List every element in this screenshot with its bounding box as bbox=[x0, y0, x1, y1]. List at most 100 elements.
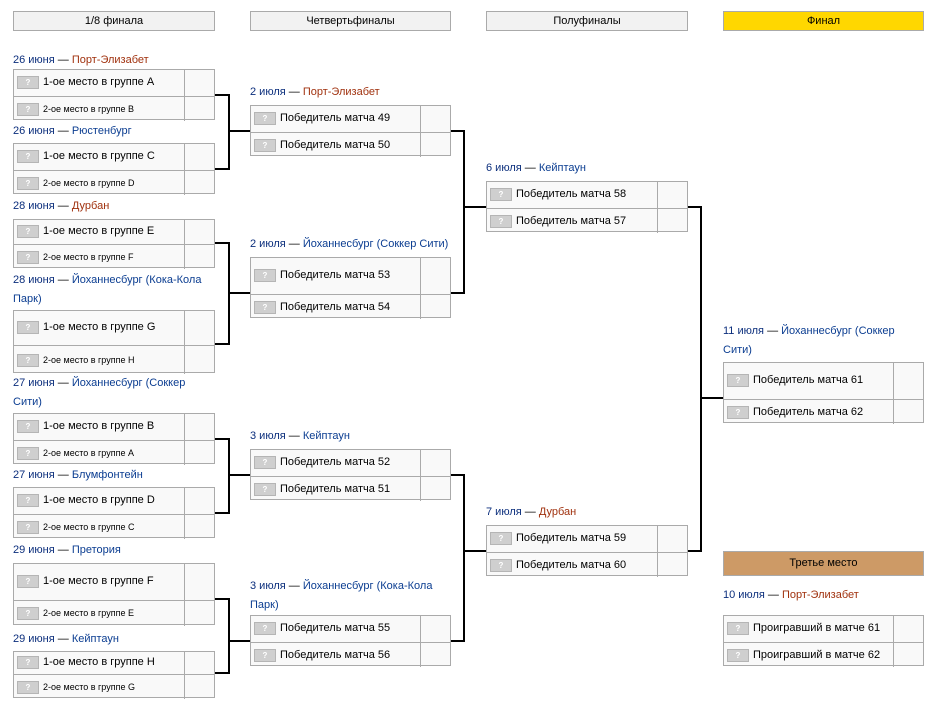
flag-placeholder-icon: ? bbox=[17, 420, 39, 433]
separator: — bbox=[57, 544, 69, 556]
flag-placeholder-icon: ? bbox=[17, 251, 39, 264]
score-cell bbox=[184, 441, 214, 465]
score-cell bbox=[184, 515, 214, 539]
team-name: 1-ое место в группе F bbox=[43, 575, 154, 587]
separator: — bbox=[288, 580, 300, 592]
score-cell bbox=[657, 526, 687, 552]
team-row: ?Победитель матча 54 bbox=[251, 294, 450, 319]
match-date-line: 29 июня — Кейптаун bbox=[13, 630, 119, 649]
score-cell bbox=[420, 477, 450, 501]
bracket-connector bbox=[701, 397, 723, 399]
team-row: ?Победитель матча 52 bbox=[251, 450, 450, 476]
team-row: ?1-ое место в группе C bbox=[14, 144, 214, 170]
match-venue-link[interactable]: Порт-Элизабет bbox=[302, 86, 380, 98]
match-venue-link[interactable]: Порт-Элизабет bbox=[781, 589, 859, 601]
team-row: ?1-ое место в группе A bbox=[14, 70, 214, 96]
flag-placeholder-icon: ? bbox=[17, 521, 39, 534]
match-box: ?Победитель матча 55?Победитель матча 56 bbox=[250, 615, 451, 667]
team-row: ?Проигравший в матче 62 bbox=[724, 642, 923, 667]
match-venue-link[interactable]: Йоханнесбург (Соккер Сити) bbox=[302, 238, 449, 250]
flag-placeholder-icon: ? bbox=[254, 649, 276, 662]
match-venue-link[interactable]: Йоханнесбург (Соккер Сити) bbox=[723, 325, 895, 356]
round-header-sf: Полуфиналы bbox=[486, 11, 688, 31]
flag-placeholder-icon: ? bbox=[17, 150, 39, 163]
separator: — bbox=[57, 125, 69, 137]
score-cell bbox=[420, 450, 450, 476]
match-date: 27 июня bbox=[13, 469, 55, 481]
bracket-connector bbox=[464, 206, 486, 208]
bracket-connector bbox=[228, 94, 230, 170]
flag-placeholder-icon: ? bbox=[17, 575, 39, 588]
team-name: Победитель матча 50 bbox=[280, 139, 391, 151]
score-cell bbox=[893, 616, 923, 642]
match-venue-link[interactable]: Рюстенбург bbox=[71, 125, 132, 137]
match-venue-link[interactable]: Блумфонтейн bbox=[71, 469, 143, 481]
bracket-connector bbox=[215, 672, 230, 674]
match-date: 29 июня bbox=[13, 633, 55, 645]
score-cell bbox=[184, 675, 214, 699]
bracket-connector bbox=[688, 550, 702, 552]
separator: — bbox=[288, 86, 300, 98]
match-date: 26 июня bbox=[13, 54, 55, 66]
team-row: ?Победитель матча 57 bbox=[487, 208, 687, 233]
match-venue-link[interactable]: Йоханнесбург (Соккер Сити) bbox=[13, 377, 186, 408]
match-date-line: 2 июля — Йоханнесбург (Соккер Сити) bbox=[250, 235, 448, 254]
bracket-connector bbox=[215, 438, 230, 440]
match-venue-link[interactable]: Претория bbox=[71, 544, 121, 556]
match-box: ?1-ое место в группе G?2-ое место в груп… bbox=[13, 310, 215, 374]
separator: — bbox=[288, 238, 300, 250]
match-box: ?1-ое место в группе B?2-ое место в груп… bbox=[13, 413, 215, 465]
match-date: 29 июня bbox=[13, 544, 55, 556]
match-venue-link[interactable]: Кейптаун bbox=[302, 430, 350, 442]
bracket-connector bbox=[229, 474, 250, 476]
flag-placeholder-icon: ? bbox=[254, 483, 276, 496]
team-row: ?2-ое место в группе C bbox=[14, 514, 214, 539]
flag-placeholder-icon: ? bbox=[727, 374, 749, 387]
separator: — bbox=[524, 162, 536, 174]
match-date-line: 3 июля — Йоханнесбург (Кока-Кола Парк) bbox=[250, 577, 445, 615]
score-cell bbox=[184, 564, 214, 600]
team-name: 2-ое место в группе D bbox=[43, 178, 135, 188]
match-date-line: 10 июля — Порт-Элизабет bbox=[723, 586, 859, 605]
separator: — bbox=[57, 633, 69, 645]
team-name: Победитель матча 55 bbox=[280, 622, 391, 634]
team-row: ?1-ое место в группе B bbox=[14, 414, 214, 440]
bracket-connector bbox=[215, 168, 230, 170]
team-row: ?Победитель матча 58 bbox=[487, 182, 687, 208]
score-cell bbox=[420, 295, 450, 319]
match-venue-link[interactable]: Дурбан bbox=[538, 506, 577, 518]
match-date-line: 27 июня — Блумфонтейн bbox=[13, 466, 143, 485]
match-box: ?Победитель матча 58?Победитель матча 57 bbox=[486, 181, 688, 233]
bracket-connector bbox=[464, 550, 486, 552]
bracket-connector bbox=[215, 242, 230, 244]
flag-placeholder-icon: ? bbox=[490, 559, 512, 572]
score-cell bbox=[657, 182, 687, 208]
match-box: ?Победитель матча 61?Победитель матча 62 bbox=[723, 362, 924, 424]
match-date: 6 июля bbox=[486, 162, 522, 174]
team-row: ?2-ое место в группе A bbox=[14, 440, 214, 465]
flag-placeholder-icon: ? bbox=[17, 494, 39, 507]
bracket-connector bbox=[451, 292, 465, 294]
score-cell bbox=[420, 106, 450, 132]
team-row: ?2-ое место в группе B bbox=[14, 96, 214, 121]
team-name: Победитель матча 58 bbox=[516, 188, 627, 200]
team-row: ?2-ое место в группе G bbox=[14, 674, 214, 699]
match-venue-link[interactable]: Кейптаун bbox=[71, 633, 119, 645]
score-cell bbox=[184, 245, 214, 269]
match-venue-link[interactable]: Дурбан bbox=[71, 200, 110, 212]
team-row: ?Победитель матча 51 bbox=[251, 476, 450, 501]
match-venue-link[interactable]: Йоханнесбург (Кока-Кола Парк) bbox=[13, 274, 202, 305]
bracket-connector bbox=[229, 292, 250, 294]
score-cell bbox=[184, 171, 214, 195]
match-venue-link[interactable]: Йоханнесбург (Кока-Кола Парк) bbox=[250, 580, 433, 611]
flag-placeholder-icon: ? bbox=[727, 622, 749, 635]
flag-placeholder-icon: ? bbox=[254, 112, 276, 125]
match-venue-link[interactable]: Кейптаун bbox=[538, 162, 586, 174]
match-date-line: 11 июля — Йоханнесбург (Соккер Сити) bbox=[723, 322, 918, 360]
bracket-connector bbox=[451, 640, 465, 642]
match-box: ?1-ое место в группе H?2-ое место в груп… bbox=[13, 651, 215, 699]
match-box: ?1-ое место в группе A?2-ое место в груп… bbox=[13, 69, 215, 121]
match-venue-link[interactable]: Порт-Элизабет bbox=[71, 54, 149, 66]
team-name: Победитель матча 49 bbox=[280, 112, 391, 124]
score-cell bbox=[184, 601, 214, 626]
